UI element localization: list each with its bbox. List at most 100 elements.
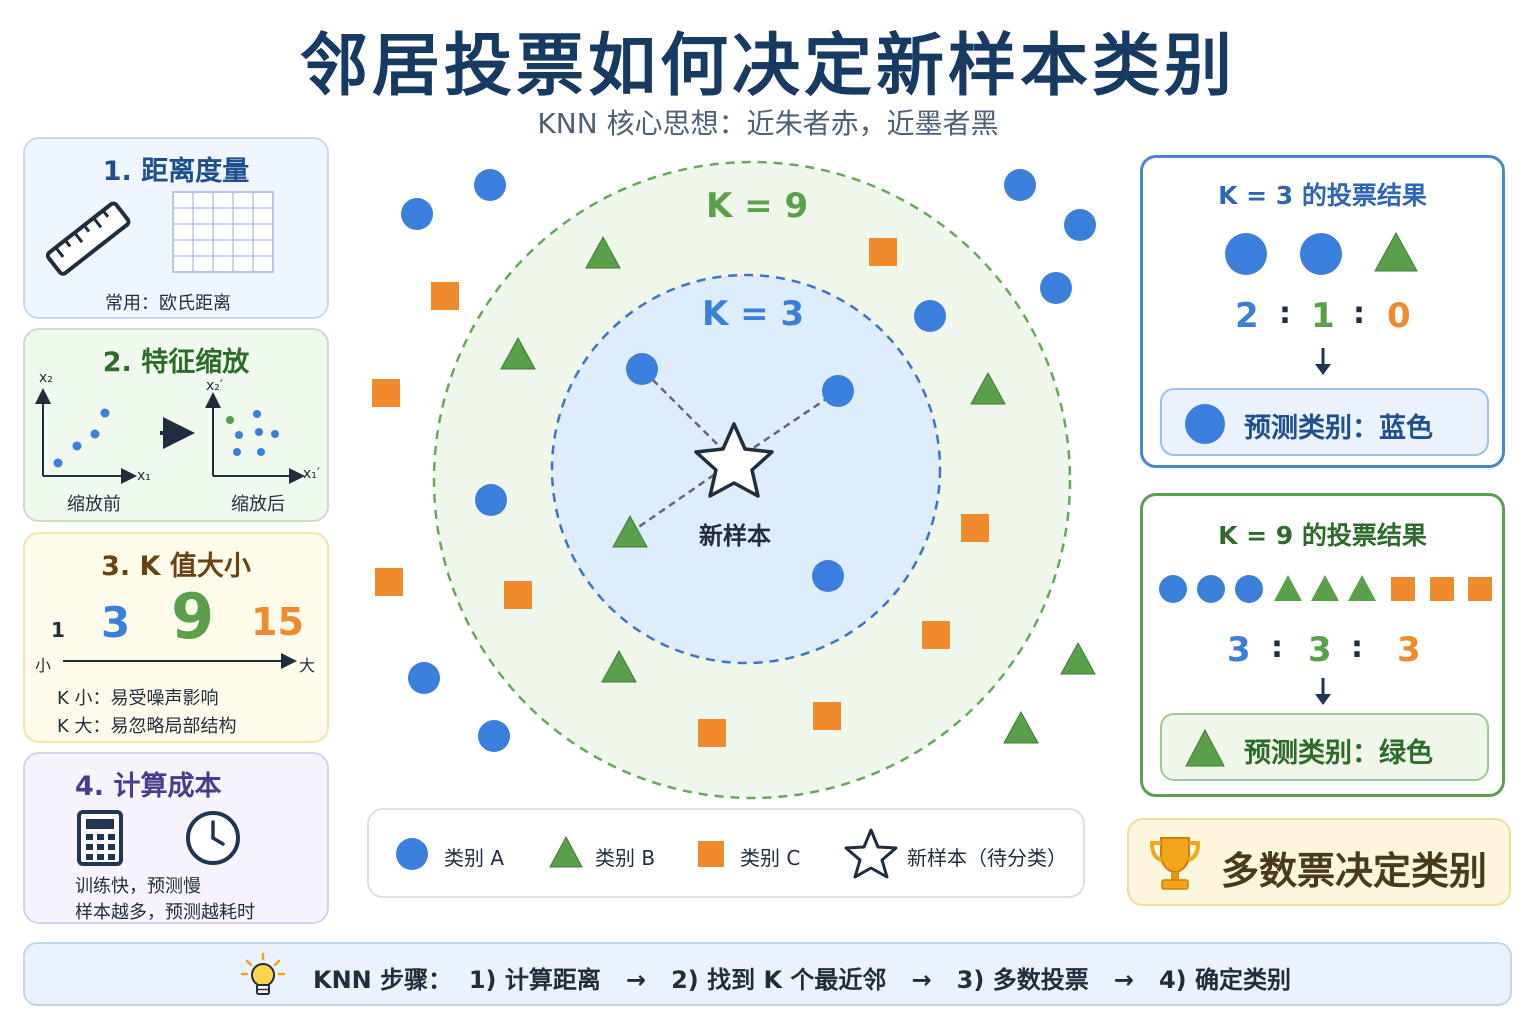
legend-label-b: 类别 B — [595, 846, 656, 870]
vote-triangle-icon — [1274, 575, 1302, 601]
class-a-point — [478, 720, 510, 752]
page-subtitle: KNN 核心思想：近朱者赤，近墨者黑 — [537, 107, 999, 140]
class-a-point — [408, 662, 440, 694]
neighbor-line — [629, 459, 735, 535]
before-label: 缩放前 — [67, 494, 121, 515]
k9-label: K = 9 — [706, 186, 809, 226]
class-c-point — [698, 719, 726, 747]
class-c-point — [922, 621, 950, 649]
class-a-point — [475, 484, 507, 516]
legend-circle-icon — [396, 838, 428, 870]
class-b-point — [970, 371, 1006, 405]
vote-circle-icon — [1300, 233, 1342, 275]
legend-triangle-icon — [549, 835, 583, 868]
distance-panel: 1. 距离度量 常用：欧氏距离 — [23, 137, 329, 319]
page-title: 邻居投票如何决定新样本类别 — [299, 27, 1236, 106]
k3-count-c: 0 — [1387, 296, 1411, 336]
k-value-9: 9 — [171, 580, 215, 653]
class-b-point — [601, 649, 637, 683]
legend-label-a: 类别 A — [444, 846, 505, 870]
vote-triangle-icon — [1311, 575, 1339, 601]
class-a-point — [401, 198, 433, 230]
vote-square-icon — [1430, 577, 1454, 601]
scatter-point — [253, 410, 261, 418]
k-value-15: 15 — [251, 600, 304, 644]
k3-sep-2: : — [1353, 296, 1365, 331]
scatter-point — [90, 429, 100, 439]
class-b-point — [585, 235, 621, 269]
lightbulb-icon — [240, 952, 286, 995]
majority-text: 多数票决定类别 — [1221, 849, 1488, 893]
class-a-point — [474, 169, 506, 201]
k3-vote-markers — [1225, 231, 1418, 375]
before-scaling-plot — [35, 388, 305, 484]
class-b-point — [500, 336, 536, 370]
cost-panel: 4. 计算成本 训练快，预测慢 样本越多，预测越耗时 — [23, 752, 329, 924]
vote-circle-icon — [1225, 233, 1267, 275]
vote-circle-icon — [1159, 575, 1187, 603]
k-small-note: K 小：易受噪声影响 — [57, 688, 219, 709]
scaling-panel: 2. 特征缩放 x₂ x₁ x₂′ x₁′ 缩放前 缩放后 — [23, 328, 329, 522]
class-a-point — [812, 560, 844, 592]
class-a-point — [1064, 209, 1096, 241]
class-b-point — [612, 514, 648, 548]
class-a-point — [914, 300, 946, 332]
after-x-label: x₁′ — [303, 466, 321, 482]
class-c-point — [375, 568, 403, 596]
k3-count-a: 2 — [1235, 296, 1259, 336]
k9-count-c: 3 — [1397, 630, 1421, 670]
scatter-point — [72, 441, 82, 451]
k-large-label: 大 — [299, 656, 316, 675]
cost-title: 4. 计算成本 — [75, 771, 222, 802]
k3-count-b: 1 — [1311, 296, 1335, 336]
neighbor-line — [641, 368, 735, 462]
prediction-circle-icon — [1185, 404, 1225, 444]
distance-note: 常用：欧氏距离 — [105, 293, 231, 314]
scatter-point — [255, 428, 263, 436]
legend-star-icon — [844, 828, 898, 879]
k-small-label: 小 — [35, 656, 52, 675]
k-axis-arrow — [63, 653, 297, 669]
legend-label-c: 类别 C — [740, 846, 801, 870]
before-x-label: x₁ — [137, 468, 151, 484]
class-c-point — [869, 238, 897, 266]
k3-prediction-text: 预测类别：蓝色 — [1244, 413, 1433, 444]
scatter-point — [235, 431, 243, 439]
class-c-point — [372, 379, 400, 407]
legend-label-new: 新样本（待分类） — [907, 846, 1067, 870]
vote-circle-icon — [1235, 575, 1263, 603]
k-value-3: 3 — [101, 598, 131, 647]
scatter-point — [100, 408, 110, 418]
class-c-point — [813, 702, 841, 730]
k9-prediction: 预测类别：绿色 — [1160, 713, 1489, 781]
prediction-triangle-icon — [1185, 728, 1225, 767]
class-c-point — [961, 514, 989, 542]
k9-count-a: 3 — [1227, 630, 1251, 670]
scatter-point — [257, 448, 265, 456]
k3-sep-1: : — [1279, 296, 1291, 331]
k9-vote-markers — [1159, 575, 1492, 705]
class-a-point — [626, 353, 658, 385]
distance-title: 1. 距离度量 — [102, 156, 250, 187]
vote-square-icon — [1391, 577, 1415, 601]
new-sample-label: 新样本 — [699, 522, 771, 550]
legend-square-icon — [698, 841, 724, 867]
calculator-icon — [77, 810, 123, 866]
class-b-point — [1003, 710, 1039, 744]
majority-box: 多数票决定类别 — [1127, 818, 1511, 906]
k9-sep-1: : — [1271, 630, 1283, 665]
cost-note-2: 样本越多，预测越耗时 — [75, 902, 255, 923]
k-value-1: 1 — [51, 618, 65, 642]
scatter-point — [53, 458, 63, 468]
legend-markers — [396, 828, 898, 879]
k9-result-box: K = 9 的投票结果 3 : 3 : 3 预测类别：绿色 — [1140, 493, 1505, 797]
vote-triangle-icon — [1374, 231, 1418, 272]
class-a-point — [1040, 272, 1072, 304]
vote-square-icon — [1468, 577, 1492, 601]
class-c-point — [504, 581, 532, 609]
after-y-label: x₂′ — [206, 378, 224, 394]
k-large-note: K 大：易忽略局部结构 — [57, 716, 237, 737]
scaling-title: 2. 特征缩放 — [102, 347, 250, 378]
class-a-point — [822, 375, 854, 407]
k3-result-box: K = 3 的投票结果 2 : 1 : 0 预测类别：蓝色 — [1140, 155, 1505, 468]
